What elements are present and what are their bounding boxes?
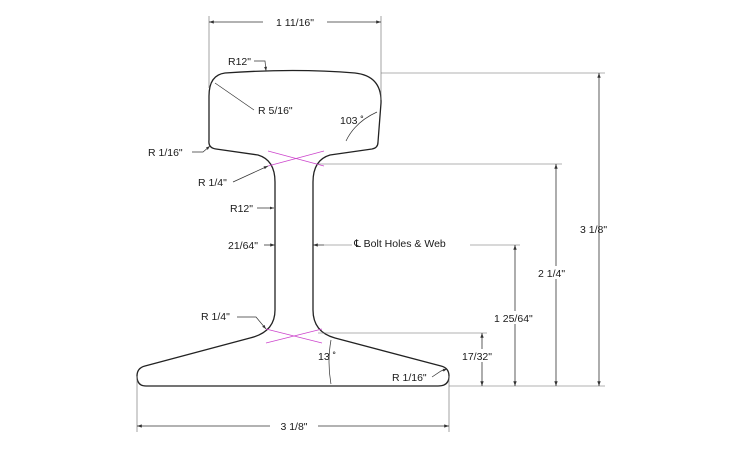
dimension-base-width: 3 1/8" [136, 376, 450, 433]
head-side-angle-label: 103 ˚ [340, 115, 364, 127]
head-corner-radius-label: R 5/16" [258, 105, 293, 117]
lower-fillet-radius-label: R 1/4" [201, 311, 230, 323]
annotation-upper-fillet-radius: R 1/4" [198, 165, 269, 189]
head-top-radius-label: R12" [228, 56, 251, 68]
rail-profile [136, 69, 450, 387]
height-to-centerline-label: 1 25/64" [494, 313, 533, 325]
dimension-head-width: 1 11/16" [208, 15, 382, 100]
dimension-height-to-centerline: 1 25/64" [493, 245, 541, 386]
base-width-label: 3 1/8" [280, 421, 307, 433]
base-edge-radius-label: R 1/16" [392, 372, 427, 384]
base-slope-angle-label: 13 ˚ [318, 351, 336, 363]
annotation-web-radius: R12" [230, 203, 274, 215]
centerline-note-label: ℄ Bolt Holes & Web [353, 238, 446, 250]
head-width-label: 1 11/16" [276, 17, 314, 29]
upper-fillet-radius-label: R 1/4" [198, 177, 227, 189]
web-thickness-label: 21/64" [228, 240, 258, 252]
annotation-head-side-angle: 103 ˚ [340, 111, 378, 142]
total-height-label: 3 1/8" [580, 224, 607, 236]
annotation-lower-fillet-radius: R 1/4" [201, 311, 267, 330]
fillet-construction-lines [265, 150, 325, 344]
web-radius-label: R12" [230, 203, 253, 215]
annotation-head-corner-radius: R 5/16" [214, 82, 293, 117]
annotation-head-top-radius: R12" [228, 56, 268, 72]
annotation-centerline: ℄ Bolt Holes & Web [318, 236, 520, 250]
base-thickness-label: 17/32" [462, 351, 492, 363]
head-lower-radius-label: R 1/16" [148, 147, 183, 159]
annotation-base-edge-radius: R 1/16" [392, 368, 448, 384]
dimension-height-to-head: 2 1/4" [318, 163, 578, 386]
dimension-total-height: 3 1/8" [381, 72, 607, 387]
annotation-base-slope-angle: 13 ˚ [318, 339, 336, 385]
height-to-head-label: 2 1/4" [538, 268, 565, 280]
annotation-head-lower-radius: R 1/16" [148, 145, 211, 159]
dimension-base-thickness: 17/32" [318, 332, 500, 386]
